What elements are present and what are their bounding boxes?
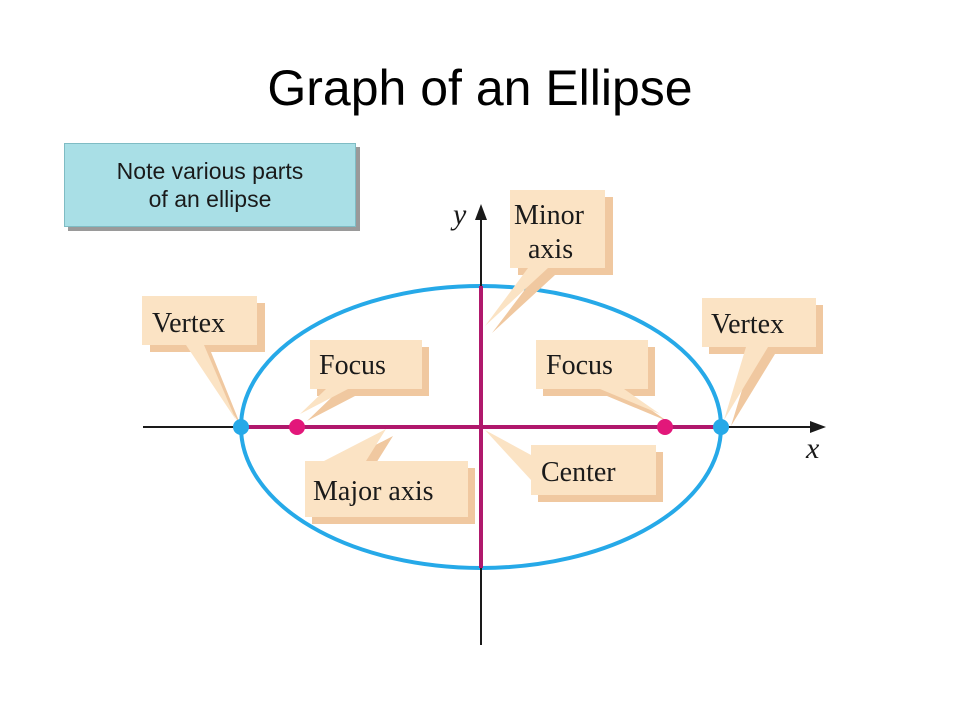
callout-major-axis: Major axis [305, 429, 475, 524]
callout-center-label: Center [541, 457, 616, 488]
x-axis-label: x [805, 432, 820, 465]
callout-vertex-right-label: Vertex [711, 309, 784, 340]
callout-minor-axis-line1: Minor [514, 200, 585, 231]
callout-minor-axis: Minor axis [485, 190, 613, 333]
y-axis-label: y [450, 198, 467, 231]
focus-point-left [289, 419, 305, 435]
note-line-1: Note various parts [116, 158, 304, 184]
vertex-point-right [713, 419, 729, 435]
callout-vertex-left-label: Vertex [152, 308, 225, 339]
focus-point-right [657, 419, 673, 435]
slide-title: Graph of an Ellipse [267, 60, 693, 116]
callout-vertex-right: Vertex [702, 298, 823, 426]
callout-minor-axis-line2: axis [528, 234, 573, 265]
note-box: Note various parts of an ellipse [64, 143, 356, 227]
y-axis-arrowhead [475, 204, 487, 220]
callout-center: Center [485, 430, 663, 502]
callout-major-axis-label: Major axis [313, 476, 434, 507]
callout-focus-left: Focus [300, 340, 429, 421]
x-axis-arrowhead [810, 421, 826, 433]
callout-focus-right: Focus [536, 340, 667, 421]
callout-vertex-left: Vertex [142, 296, 265, 426]
callout-focus-left-label: Focus [319, 350, 386, 381]
vertex-point-left [233, 419, 249, 435]
note-line-2: of an ellipse [148, 186, 272, 212]
callout-focus-right-label: Focus [546, 350, 613, 381]
